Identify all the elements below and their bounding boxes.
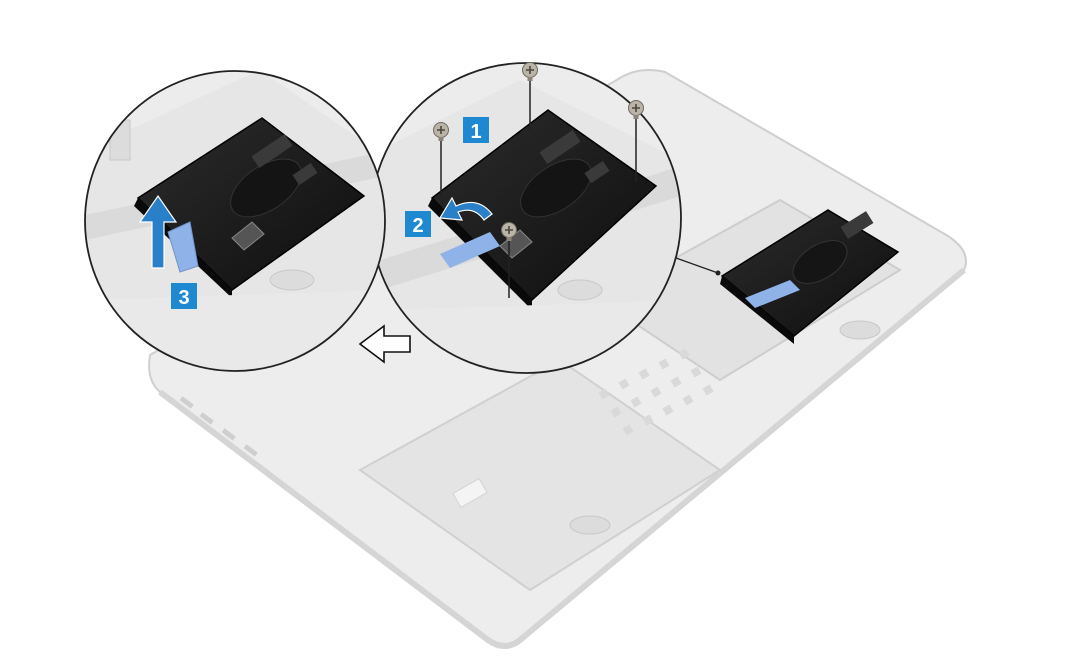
- pull-tab: [440, 232, 500, 268]
- rotate-arrow-icon: [438, 196, 493, 221]
- step-1-number: 1: [470, 121, 481, 143]
- screw-icon: [628, 100, 644, 119]
- hard-drive-installed: [720, 209, 900, 344]
- step-3-number: 3: [178, 287, 189, 309]
- screw-icon: [522, 62, 538, 81]
- lift-arrow-icon: [138, 194, 178, 269]
- vent-grid: [598, 348, 714, 436]
- rubber-foot: [839, 320, 881, 340]
- side-ports: [179, 396, 258, 457]
- zoom-circle-lift: 3: [84, 70, 386, 372]
- zoom-circle-screws: 1 2: [370, 62, 682, 374]
- step-1-callout: 1: [463, 117, 489, 143]
- screw-icon: [433, 122, 449, 141]
- step-2-callout: 2: [405, 211, 431, 237]
- pointer-dot: [715, 270, 721, 276]
- step-2-number: 2: [412, 215, 423, 237]
- screw-icon: [501, 222, 517, 241]
- pull-tab: [745, 280, 800, 308]
- direction-arrow-icon: [358, 324, 411, 364]
- memory-bay: [358, 358, 722, 592]
- pointer-line: [675, 257, 719, 274]
- service-label: [452, 477, 488, 509]
- pull-tab: [167, 221, 199, 273]
- step-3-callout: 3: [171, 283, 197, 309]
- drive-label: [840, 211, 874, 239]
- rubber-foot: [569, 515, 611, 535]
